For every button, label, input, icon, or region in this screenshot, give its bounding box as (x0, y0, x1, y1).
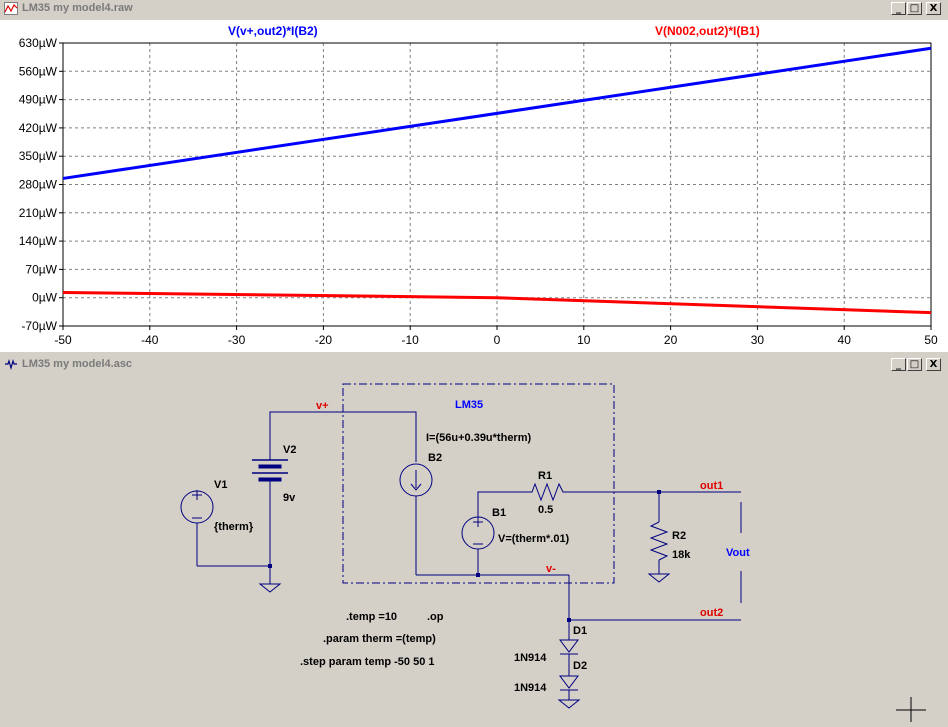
diode-d2-icon (557, 675, 581, 709)
net-label-vplus: v+ (316, 400, 329, 412)
schematic-window-titlebar[interactable]: LM35 my model4.asc _ □ X (0, 356, 948, 374)
resistor-r2-icon (647, 492, 671, 583)
lm35-label: LM35 (455, 399, 483, 411)
series-line-1 (62, 46, 932, 180)
legend-series-2: V(N002,out2)*I(B1) (655, 24, 760, 38)
wire-vplus (269, 411, 417, 462)
x-tick-label: 0 (494, 333, 501, 347)
v2-name: V2 (283, 444, 296, 456)
x-tick-label: -50 (54, 333, 72, 347)
diode-d1-icon (559, 620, 579, 676)
y-tick-label: 420µW (19, 121, 58, 135)
y-tick-label: 210µW (19, 206, 58, 220)
current-source-b2-icon (399, 463, 569, 576)
y-tick-label: 70µW (25, 262, 57, 276)
y-tick-label: 630µW (19, 36, 58, 50)
x-tick-label: 10 (577, 333, 591, 347)
junction-dots (268, 490, 661, 622)
vout-label: Vout (726, 547, 750, 559)
schematic-drawing[interactable]: v+ v- out1 out2 LM35 I=(56u+0.39u*therm)… (2, 376, 946, 722)
b2-name: B2 (428, 452, 442, 464)
directive-step: .step param temp -50 50 1 (300, 656, 435, 668)
r1-value: 0.5 (538, 504, 553, 516)
ground-icon (258, 566, 282, 593)
schematic-canvas[interactable]: v+ v- out1 out2 LM35 I=(56u+0.39u*therm)… (2, 376, 946, 722)
net-label-out1: out1 (700, 480, 723, 492)
b2-expression: I=(56u+0.39u*therm) (426, 432, 531, 444)
net-label-out2: out2 (700, 607, 723, 619)
restore-button[interactable]: □ (907, 2, 922, 15)
y-tick-label: 490µW (19, 93, 58, 107)
d2-name: D2 (573, 660, 587, 672)
resistor-r1-icon (528, 482, 741, 502)
minimize-button[interactable]: _ (891, 358, 906, 371)
d1-model: 1N914 (514, 652, 547, 664)
x-tick-label: 20 (664, 333, 678, 347)
r2-value: 18k (672, 549, 691, 561)
crosshair-cursor-icon (896, 697, 926, 722)
plot-frame (62, 42, 932, 327)
plot-window-title: LM35 my model4.raw (22, 2, 133, 14)
v1-value: {therm} (214, 521, 254, 533)
directive-op: .op (427, 611, 444, 623)
v1-name: V1 (214, 479, 227, 491)
x-tick-label: 40 (838, 333, 852, 347)
x-tick-label: 50 (924, 333, 938, 347)
voltage-source-b1-icon (461, 491, 528, 575)
lm35-subcircuit-box (342, 383, 615, 584)
d2-model: 1N914 (514, 682, 547, 694)
directive-temp: .temp =10 (346, 611, 397, 623)
close-button[interactable]: X (926, 358, 941, 371)
directive-param: .param therm =(temp) (323, 633, 436, 645)
x-tick-label: 30 (751, 333, 765, 347)
y-tick-label: -70µW (21, 319, 57, 333)
v2-value: 9v (283, 492, 296, 504)
y-tick-label: 350µW (19, 149, 58, 163)
voltage-source-v1-icon (180, 490, 270, 567)
legend-series-1: V(v+,out2)*I(B2) (228, 24, 318, 38)
minimize-button[interactable]: _ (891, 2, 906, 15)
x-tick-label: -20 (315, 333, 333, 347)
battery-v2-icon (252, 452, 288, 566)
schematic-window-title: LM35 my model4.asc (22, 358, 133, 370)
b1-expression: V=(therm*.01) (498, 533, 570, 545)
x-tick-label: -40 (141, 333, 159, 347)
plot-area[interactable]: -50 -40 -30 -20 -10 0 10 20 30 40 50 630µW 560µW 490µ… (0, 20, 948, 352)
waveform-chart[interactable]: -50 -40 -30 -20 -10 0 10 20 30 40 50 630µW 560µW 490µ… (0, 20, 948, 352)
waveform-icon (4, 2, 18, 15)
net-label-vminus: v- (546, 563, 556, 575)
plot-window: LM35 my model4.raw _ □ X -50 -40 -30 -20 -10… (0, 0, 948, 352)
b1-name: B1 (492, 507, 506, 519)
schematic-icon (5, 358, 17, 371)
y-tick-label: 0µW (32, 291, 58, 305)
d1-name: D1 (573, 625, 587, 637)
x-tick-label: -10 (402, 333, 420, 347)
r1-name: R1 (538, 470, 552, 482)
plot-window-titlebar[interactable]: LM35 my model4.raw _ □ X (0, 0, 948, 18)
close-button[interactable]: X (926, 2, 941, 15)
restore-button[interactable]: □ (907, 358, 922, 371)
y-tick-label: 140µW (19, 234, 58, 248)
y-tick-label: 560µW (19, 64, 58, 78)
schematic-window: LM35 my model4.asc _ □ X (0, 356, 948, 722)
r2-name: R2 (672, 530, 686, 542)
x-tick-label: -30 (228, 333, 246, 347)
series-line-2 (62, 290, 932, 315)
y-tick-label: 280µW (19, 178, 58, 192)
